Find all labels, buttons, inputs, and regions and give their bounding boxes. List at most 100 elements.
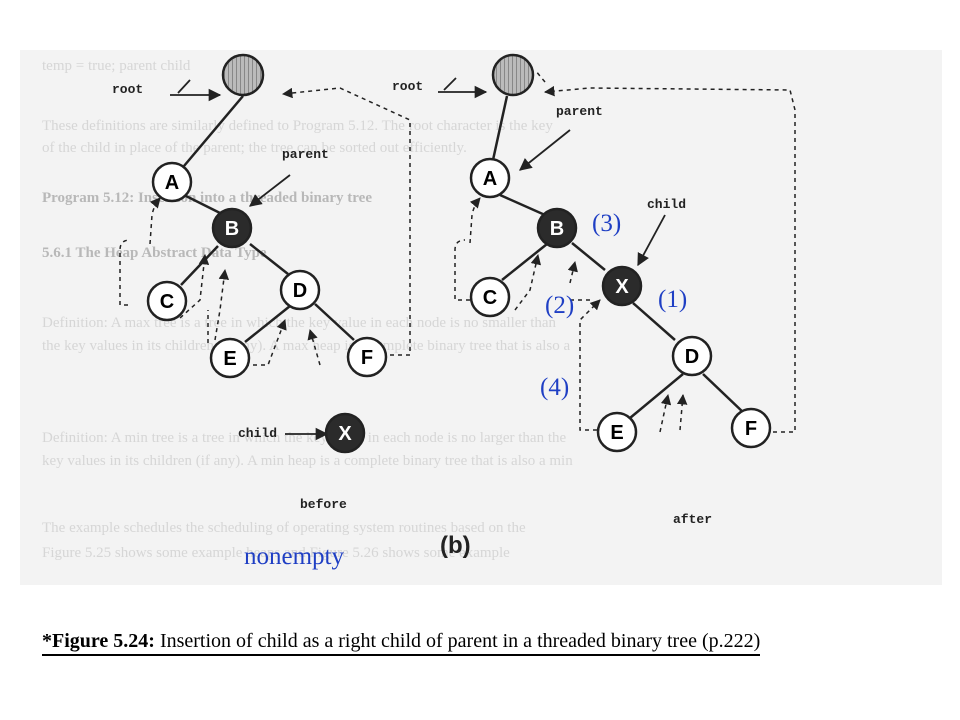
thread-c-left [454,239,470,301]
thread-e-b [214,268,230,341]
thread-e-x [579,299,601,431]
background-text: The example schedules the scheduling of … [42,520,526,536]
thread-x-b [567,260,578,284]
node-label: C [160,291,174,313]
caption-text: Insertion of child as a right child of p… [154,630,761,652]
thread-c-b [514,253,542,311]
root-tick [443,77,457,91]
background-text: temp = true; parent child [42,58,191,74]
child-label: child [238,426,278,441]
tree-node [469,157,511,199]
parent-label: parent [282,147,329,162]
edge [183,95,244,167]
after-node-letters: A B C X D E F [483,168,757,444]
after-pointers [438,77,666,267]
after-nodes [469,53,772,453]
tree-node [671,335,713,377]
thread-f-root [281,87,411,356]
root-head-node [491,53,535,97]
tree-node [324,412,366,454]
node-label: E [610,422,623,444]
before-threads [119,87,411,366]
parent-label: parent [556,104,603,119]
background-text: Program 5.12: Insertion into a threaded … [42,190,372,206]
node-label: F [745,418,757,440]
background-text: the key values in its children (if any).… [42,338,571,354]
subfigure-label: (b) [440,532,471,559]
edge [499,193,546,217]
thread-left-a [469,197,481,244]
edge [571,242,606,271]
before-label: before [300,497,347,512]
background-text: Figure 5.25 shows some example heaps and… [42,545,510,561]
root-label: root [392,79,424,94]
edge [629,373,684,419]
tree-node [211,207,253,249]
thread-f-d [307,328,321,366]
node-label: E [223,348,236,370]
tree-node [469,276,511,318]
node-label: A [165,172,179,194]
tree-node [601,265,643,307]
tree-node [730,407,772,449]
tree-node [346,336,388,378]
before-node-letters: A B C D E F X [160,172,373,445]
tree-node [146,280,188,322]
after-label: after [673,512,713,527]
parent-pointer [519,129,571,171]
node-label: D [293,280,307,302]
tree-node [151,161,193,203]
before-tree [180,95,355,343]
root-tick [177,79,191,94]
after-threads [454,69,796,433]
step-annotation: (1) [658,286,688,313]
edge [314,303,355,341]
child-label: child [647,197,687,212]
edge [491,95,509,161]
root-head-node [221,53,265,97]
node-label: B [550,218,564,240]
thread-c-left [119,239,131,306]
parent-pointer [249,174,291,207]
thread-e-d2 [676,393,688,431]
nonempty-note: nonempty [244,543,344,570]
step-annotation: (2) [545,292,575,319]
figure-caption: *Figure 5.24: Insertion of child as a ri… [42,628,761,656]
figure-number: *Figure 5.24: [42,630,155,652]
step-annotation: (3) [592,210,622,237]
node-label: F [361,347,373,369]
root-label: root [112,82,144,97]
node-label: A [483,168,497,190]
thread-c-b [179,253,210,319]
after-tree [491,95,746,419]
thread-f-root [543,85,796,433]
tree-node [279,269,321,311]
background-text: These definitions are similarly defined … [42,118,553,134]
edge [632,302,676,341]
node-label: B [225,218,239,240]
background-text: Definition: A min tree is a tree in whic… [42,430,567,446]
root-stub [534,69,546,83]
before-pointers [170,79,329,441]
tree-node [596,411,638,453]
node-label: X [615,276,629,298]
edge [180,245,219,286]
step-annotation: (4) [540,374,570,401]
background-text: 5.6.1 The Heap Abstract Data Type [42,245,267,261]
tree-node [209,337,251,379]
edge [702,373,746,415]
background-text: of the child in place of the parent; the… [42,140,467,156]
before-nodes [146,53,388,454]
node-label: X [338,423,352,445]
child-pointer [637,214,666,267]
thread-left-a [149,197,161,245]
edge [249,243,289,275]
background-text: key values in its children (if any). A m… [42,453,573,469]
node-label: D [685,346,699,368]
edge [501,243,548,281]
thread-e-d [659,393,672,433]
edge [244,305,291,343]
tree-node [536,207,578,249]
node-label: C [483,287,497,309]
